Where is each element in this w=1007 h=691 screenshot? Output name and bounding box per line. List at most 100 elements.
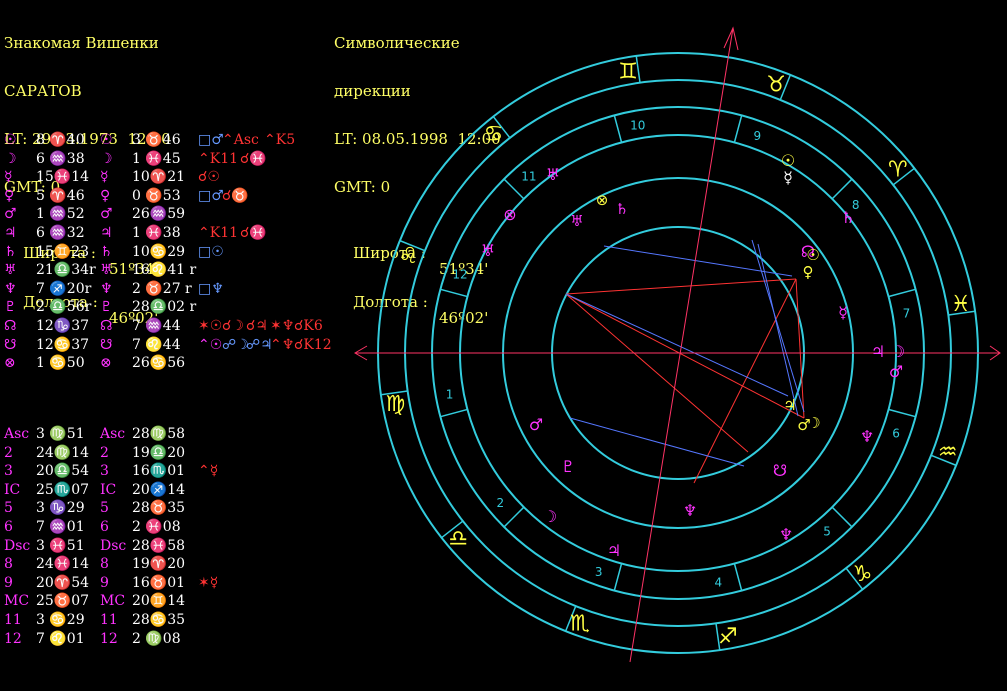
directions-title: Символические: [334, 34, 460, 52]
directions-lt: LT: 08.05.1998 12:00: [334, 130, 501, 148]
house-direction-value: 19♎20: [132, 444, 186, 461]
natal-lon-value: 46º02': [109, 309, 159, 327]
sign-divider: [948, 310, 976, 316]
planet-aspect: ⌃☉: [198, 336, 223, 353]
planet-glyph: ☿: [838, 303, 848, 322]
house-number-label: 4: [714, 575, 722, 589]
planet-direction-value: 10♋29: [132, 243, 186, 260]
planet-glyph-dir: ☊: [100, 317, 113, 334]
house-natal-value: 24♓14: [36, 556, 90, 573]
planet-aspect: ☌☉: [198, 169, 220, 186]
planet-aspect: ✶☉: [198, 317, 223, 334]
house-number-label: 2: [496, 496, 504, 510]
house-glyph: Dsc: [4, 537, 31, 554]
house-glyph-dir: 12: [100, 630, 118, 647]
planet-glyph: ♂: [4, 206, 17, 223]
directions-header: Символические дирекции LT: 08.05.1998 12…: [334, 3, 501, 326]
planet-aspect: ☍☽: [222, 336, 249, 353]
house-cusp: [440, 408, 468, 418]
planet-row: ♅21♎34r♅16♌41 r: [4, 261, 364, 280]
sign-divider: [492, 116, 511, 139]
planet-glyph-dir: ♂: [100, 206, 113, 223]
planet-glyph: ♂: [889, 362, 903, 381]
planet-aspect: ⌃♆: [270, 336, 295, 353]
house-cusp: [613, 563, 623, 591]
planet-row: ♀5 ♈46♀0 ♉53□♂☌♉: [4, 187, 364, 206]
planet-glyph: ☋: [773, 461, 787, 480]
planet-glyph: ☽: [4, 150, 17, 167]
zodiac-sign-glyph: ♏: [570, 612, 590, 637]
planet-aspect: □♆: [198, 280, 224, 297]
planet-row: ♆7 ♐20r♆2 ♉27 r□♆: [4, 280, 364, 299]
directions-gmt: GMT: 0: [334, 178, 391, 196]
planet-glyph: ♃: [871, 342, 885, 361]
asc-arrow: [354, 345, 368, 361]
planet-glyph-dir: ☿: [100, 169, 109, 186]
aspect-line: [751, 239, 805, 413]
house-direction-value: 28♋35: [132, 611, 186, 628]
planet-glyph: ♃: [4, 224, 17, 241]
planet-direction-value: 3 ♉46: [132, 132, 181, 148]
planet-direction-value: 10♈21: [132, 169, 186, 186]
house-glyph-dir: 9: [100, 574, 109, 591]
planet-aspect: ☌K12: [294, 336, 332, 353]
planet-glyph: ♃: [607, 541, 621, 560]
planet-natal-value: 12♑37: [36, 317, 90, 334]
sign-divider: [399, 239, 426, 252]
planet-glyph-dir: ♀: [100, 187, 111, 204]
house-direction-value: 16♉01: [132, 574, 186, 591]
natal-gmt: GMT: 0: [4, 178, 61, 196]
planet-glyph-dir: ♅: [100, 262, 113, 279]
planet-row: ♄15♊23♄10♋29□☉: [4, 243, 364, 262]
planet-aspect: ☌♓: [240, 150, 267, 167]
planet-glyph: ♆: [683, 501, 697, 520]
house-direction-value: 20♊14: [132, 593, 186, 610]
sign-divider: [635, 55, 641, 83]
zodiac-sign-glyph: ♍: [385, 392, 405, 417]
house-glyph: 2: [4, 444, 13, 461]
planet-aspect: ✶♆: [270, 317, 295, 334]
planet-glyph: ♄: [4, 243, 17, 260]
house-natal-value: 7 ♌01: [36, 630, 85, 647]
planet-aspect: □♂: [198, 132, 224, 148]
house-direction-value: 28♉35: [132, 500, 186, 517]
planet-direction-value: 7 ♒44: [132, 317, 181, 334]
planet-natal-value: 1 ♋50: [36, 355, 85, 372]
natal-lt: LT: 29.03.1973 12:00: [4, 130, 171, 148]
planet-glyph: ♃: [783, 396, 796, 414]
planet-row: ☽6 ♒38☽1 ♓45⌃K11☌♓: [4, 150, 364, 169]
zodiac-sign-glyph: ♒: [938, 440, 958, 465]
house-cusp: [440, 288, 468, 298]
planet-glyph: ♄: [841, 208, 855, 227]
planet-natal-value: 6 ♒38: [36, 150, 85, 167]
house-direction-value: 28♓58: [132, 537, 186, 554]
planet-glyph: ⊗: [503, 205, 516, 224]
house-direction-value: 16♏01: [132, 463, 186, 480]
planet-row: ♃6 ♒32♃1 ♓38⌃K11☌♓: [4, 224, 364, 243]
planet-direction-value: 7 ♌44: [132, 336, 181, 353]
house-glyph-dir: 8: [100, 556, 109, 573]
planet-direction-value: 2 ♉27 r: [132, 280, 192, 297]
natal-lat-label: Широта :: [23, 244, 96, 262]
house-number-label: 5: [823, 525, 831, 539]
planet-aspect: ⌃Asc: [222, 132, 259, 148]
house-direction-value: 20♐14: [132, 481, 186, 498]
house-glyph-dir: 11: [100, 611, 118, 628]
planet-natal-value: 5 ♈46: [36, 187, 85, 204]
planet-glyph: ♆: [779, 525, 793, 544]
house-number-label: 8: [852, 198, 860, 212]
planet-glyph: ♅: [481, 241, 495, 260]
sign-divider: [441, 520, 464, 539]
mc-arrow: [723, 26, 739, 51]
planet-glyph: ♅: [4, 262, 17, 279]
aspect-line: [795, 278, 805, 419]
planet-glyph: ☿: [783, 168, 793, 187]
